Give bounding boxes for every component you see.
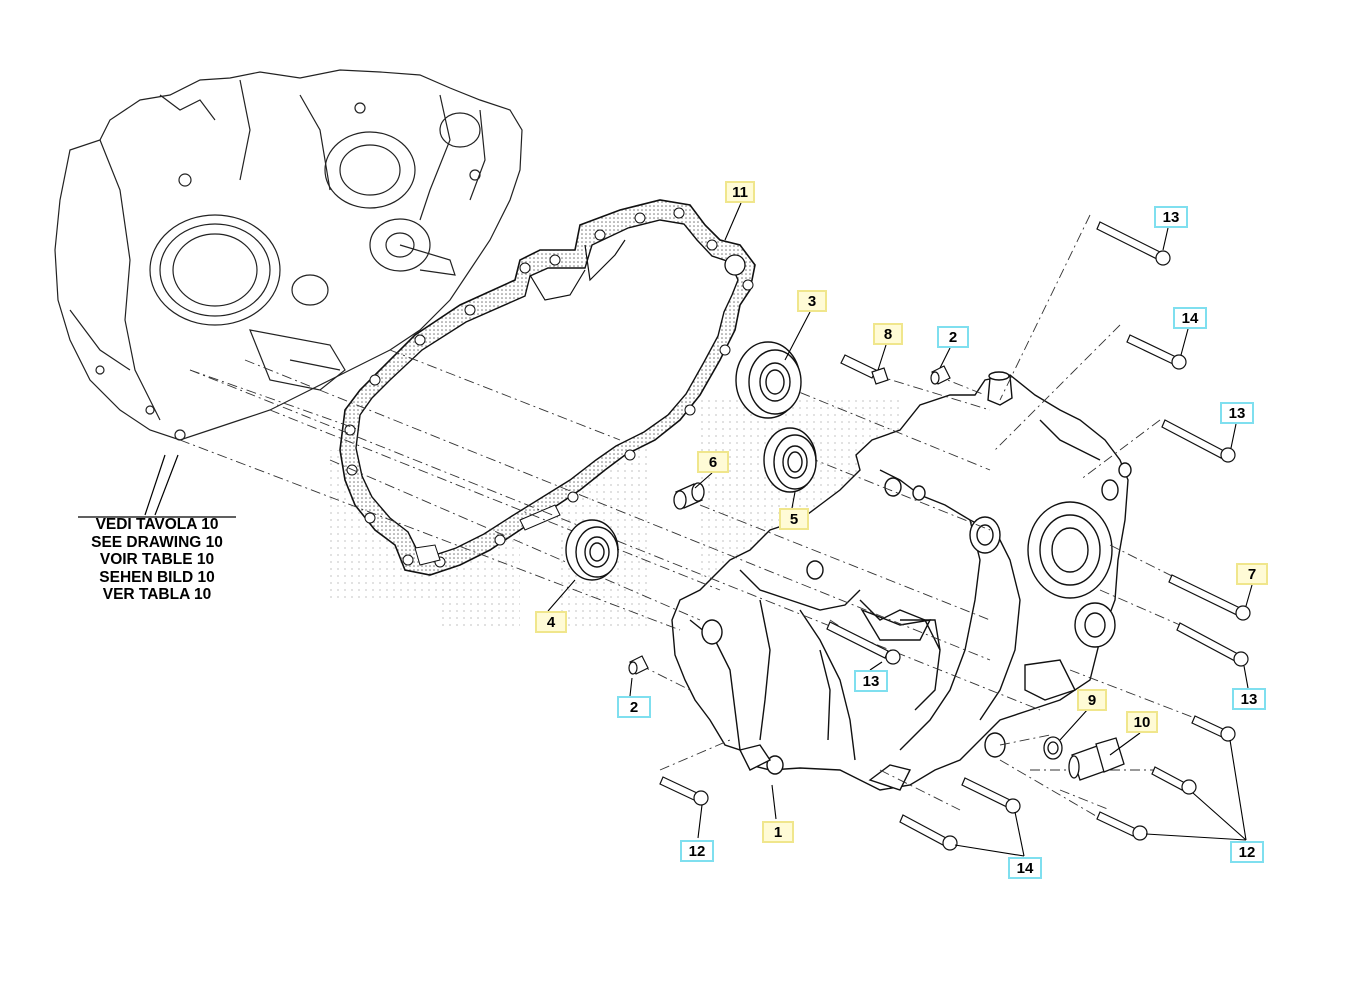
- bolt-12-right-c: [1096, 811, 1137, 837]
- bolt-12-right-a-head: [1220, 726, 1236, 742]
- bolt-14-top-head: [1171, 354, 1187, 370]
- callout-part-13-center[interactable]: 13: [854, 670, 888, 692]
- see-drawing-line-it: VEDI TAVOLA 10: [95, 516, 219, 533]
- bearing-4: [565, 519, 619, 581]
- drain-plug-10: [1068, 737, 1125, 781]
- dowel-pin-lower: [628, 655, 649, 675]
- bolt-14-bottom-a: [961, 777, 1011, 808]
- bearing-3: [735, 341, 802, 419]
- bolts: [659, 221, 1251, 851]
- callout-part-8[interactable]: 8: [873, 323, 903, 345]
- bearing-5: [763, 427, 817, 493]
- see-drawing-line-de: SEHEN BILD 10: [99, 568, 215, 586]
- bolt-13-mid: [1161, 419, 1225, 459]
- bolt-13-right-head: [1233, 651, 1249, 667]
- callout-part-14-top[interactable]: 14: [1173, 307, 1207, 329]
- see-drawing-note: VEDI TAVOLA 10 SEE DRAWING 10 VOIR TABLE…: [62, 516, 252, 604]
- bolt-12-left-head: [693, 790, 709, 806]
- see-drawing-line-fr: VOIR TABLE 10: [99, 551, 215, 568]
- bolt-7: [1168, 574, 1241, 616]
- callout-part-9[interactable]: 9: [1077, 689, 1107, 711]
- bolt-12-right-b-head: [1181, 779, 1197, 795]
- callout-part-3[interactable]: 3: [797, 290, 827, 312]
- bolt-14-bottom-a-head: [1005, 798, 1021, 814]
- callout-part-14-bottom[interactable]: 14: [1008, 857, 1042, 879]
- callout-part-1[interactable]: 1: [762, 821, 794, 843]
- callout-part-11[interactable]: 11: [725, 181, 755, 203]
- needle-bearing-6: [673, 482, 705, 510]
- bolt-14-top: [1126, 334, 1177, 365]
- bolt-13-center: [826, 621, 889, 659]
- bolt-12-left: [659, 776, 698, 801]
- callout-part-12-left[interactable]: 12: [680, 840, 714, 862]
- washer-9: [1043, 736, 1063, 760]
- bolt-13-top: [1096, 221, 1163, 261]
- bolt-12-right-c-head: [1132, 825, 1148, 841]
- callout-part-13-mid[interactable]: 13: [1220, 402, 1254, 424]
- see-drawing-line-en: SEE DRAWING 10: [91, 533, 223, 551]
- callout-part-7[interactable]: 7: [1236, 563, 1268, 585]
- callout-part-10[interactable]: 10: [1126, 711, 1158, 733]
- dowel-pin-upper: [930, 365, 951, 385]
- bolt-14-bottom-b-head: [942, 835, 958, 851]
- left-crankcase-half: [54, 69, 523, 441]
- bolt-13-top-head: [1155, 250, 1171, 266]
- crankcase-gasket: [339, 199, 756, 576]
- bolt-7-head: [1235, 605, 1251, 621]
- callout-part-5[interactable]: 5: [779, 508, 809, 530]
- bolt-13-center-head: [885, 649, 901, 665]
- callout-part-2-upper[interactable]: 2: [937, 326, 969, 348]
- callout-part-2-lower[interactable]: 2: [617, 696, 651, 718]
- leader-lines: [547, 202, 1253, 857]
- callout-part-13-top[interactable]: 13: [1154, 206, 1188, 228]
- stud-8: [840, 354, 889, 385]
- bolt-12-right-b: [1151, 766, 1186, 791]
- callout-part-12-right[interactable]: 12: [1230, 841, 1264, 863]
- callout-part-6[interactable]: 6: [697, 451, 729, 473]
- see-drawing-leader: [78, 454, 236, 518]
- bolt-14-bottom-b: [899, 814, 947, 846]
- crankcase-half-1: [671, 371, 1132, 791]
- callout-part-4[interactable]: 4: [535, 611, 567, 633]
- bolt-12-right-a: [1191, 715, 1226, 738]
- bolt-13-mid-head: [1220, 447, 1236, 463]
- callout-part-13-right[interactable]: 13: [1232, 688, 1266, 710]
- see-drawing-line-es: VER TABLA 10: [102, 586, 212, 603]
- bolt-13-right: [1176, 622, 1239, 662]
